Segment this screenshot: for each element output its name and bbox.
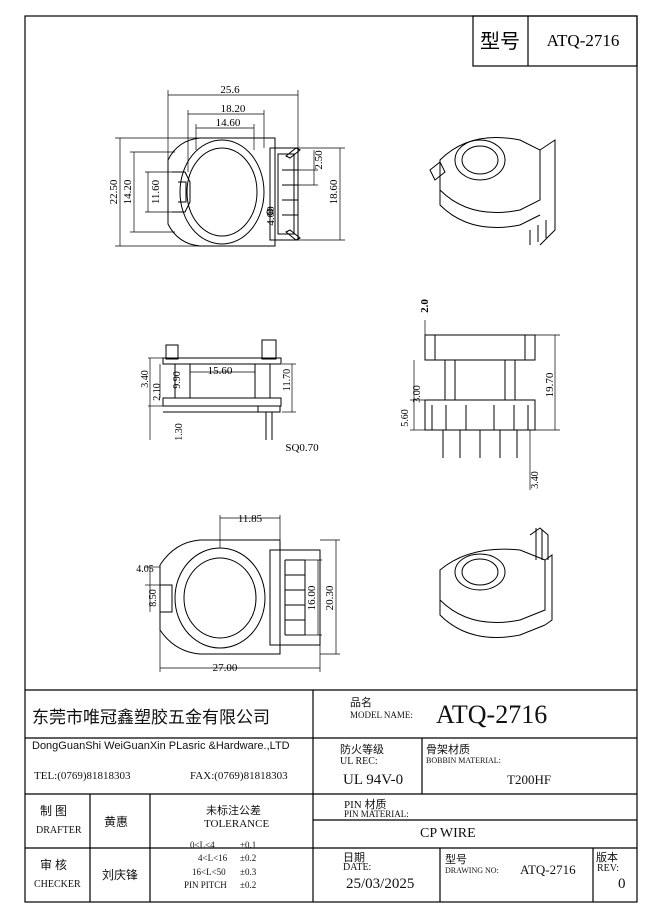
dim-side-h4: 11.70 <box>282 369 293 391</box>
dim-bottom-height: 20.30 <box>324 585 336 610</box>
dim-bottom-width: 27.00 <box>213 662 238 674</box>
bottom-view-dims <box>145 515 340 672</box>
drawing-no-en: DRAWING NO: <box>445 866 499 875</box>
model-name-value: ATQ-2716 <box>436 700 548 729</box>
drafter-name: 黄惠 <box>104 815 129 829</box>
dim-front-h2: 5.60 <box>400 409 411 427</box>
dim-side-h1: 3.40 <box>140 370 151 388</box>
model-name-cn: 品名 <box>350 697 372 709</box>
tol-range-3: PIN PITCH <box>184 880 227 890</box>
dim-front-total: 19.70 <box>544 372 556 397</box>
rev-label-cn: 版本 <box>596 852 618 864</box>
pin-material-en: PIN MATERIAL: <box>344 809 409 819</box>
model-name-en: MODEL NAME: <box>350 710 413 720</box>
dim-bottom-center: 11.85 <box>238 513 263 525</box>
dim-side-h2: 2.10 <box>152 383 163 401</box>
drafter-label-cn: 制 图 <box>40 804 68 818</box>
side-view-dims <box>148 357 296 440</box>
bobbin-label-cn: 骨架材质 <box>426 744 470 756</box>
front-view <box>424 334 536 458</box>
company-name-en: DongGuanShi WeiGuanXin PLasric &Hardware… <box>32 740 290 752</box>
front-view-dims <box>410 320 560 490</box>
dim-side-core: 15.60 <box>208 365 233 377</box>
dim-bottom-pin-span: 16.00 <box>306 585 318 610</box>
dim-side-pin-size: SQ0.70 <box>285 442 319 454</box>
dim-top-height-outer: 22.50 <box>108 179 120 204</box>
dim-front-pin: 3.40 <box>530 471 541 489</box>
tol-range-1: 4<L<16 <box>198 853 228 863</box>
tol-value-2: ±0.3 <box>240 867 257 877</box>
header-box <box>472 15 638 67</box>
tol-value-0: ±0.1 <box>240 840 257 850</box>
bobbin-label-en: BOBBIN MATERIAL: <box>426 756 501 765</box>
rev-label-en: REV: <box>597 863 620 874</box>
dim-bottom-left: 4.05 <box>136 564 154 575</box>
date-value: 25/03/2025 <box>346 876 415 892</box>
top-view <box>167 137 301 247</box>
tolerance-label-en: TOLERANCE <box>204 818 270 830</box>
header-model-value: ATQ-2716 <box>547 31 620 50</box>
dim-top-width-mid: 18.20 <box>221 103 246 115</box>
tol-value-3: ±0.2 <box>240 880 257 890</box>
drawing-no-value: ATQ-2716 <box>520 862 576 877</box>
checker-label-en: CHECKER <box>34 879 81 890</box>
bobbin-value: T200HF <box>507 772 552 787</box>
tol-value-1: ±0.2 <box>240 853 257 863</box>
drafter-label-en: DRAFTER <box>36 825 82 836</box>
tol-range-0: 0<L<4 <box>190 840 215 850</box>
pin-material-value: CP WIRE <box>420 826 476 841</box>
dim-front-top: 2.0 <box>419 299 431 313</box>
dim-top-height-mid: 14.20 <box>122 179 134 204</box>
tolerance-label-cn: 未标注公差 <box>206 805 261 817</box>
checker-name: 刘庆锋 <box>102 868 139 882</box>
rev-value: 0 <box>618 876 626 892</box>
dim-top-width-inner: 14.60 <box>216 117 241 129</box>
ul-label-cn: 防火等级 <box>340 744 384 756</box>
ul-value: UL 94V-0 <box>343 772 404 788</box>
date-label-en: DATE: <box>343 862 372 873</box>
iso-view-bottom <box>439 527 553 638</box>
dim-top-pin-offset: 4.00 <box>265 206 277 226</box>
header-model-label: 型号 <box>480 30 520 53</box>
company-tel: TEL:(0769)81818303 <box>34 770 131 782</box>
ul-label-en: UL REC: <box>340 756 378 767</box>
sheet-border <box>24 15 638 903</box>
dim-top-pin-pitch: 2.50 <box>313 150 325 170</box>
iso-view-top <box>429 137 556 246</box>
dim-side-pin-len: 1.30 <box>174 423 185 441</box>
dim-top-width-outer: 25.6 <box>220 84 240 96</box>
drawing-no-cn: 型号 <box>445 854 467 866</box>
bottom-view <box>159 539 321 655</box>
pin-material-cn: PIN 材质 <box>344 799 387 811</box>
company-name-cn: 东莞市唯冠鑫塑胶五金有限公司 <box>32 708 270 727</box>
title-block-grid <box>25 689 637 902</box>
dim-top-right-span: 18.60 <box>328 179 340 204</box>
dim-top-height-inner: 11.60 <box>150 179 162 204</box>
top-view-dims <box>115 90 345 247</box>
dim-side-h3: 9.90 <box>172 371 183 389</box>
date-label-cn: 日期 <box>343 852 365 864</box>
tol-range-2: 16<L<50 <box>192 867 226 877</box>
dim-front-h1: 3.00 <box>412 385 423 403</box>
company-fax: FAX:(0769)81818303 <box>190 770 288 782</box>
side-view <box>162 339 282 440</box>
dim-bottom-left2: 8.50 <box>148 589 159 607</box>
checker-label-cn: 审 核 <box>40 858 68 872</box>
